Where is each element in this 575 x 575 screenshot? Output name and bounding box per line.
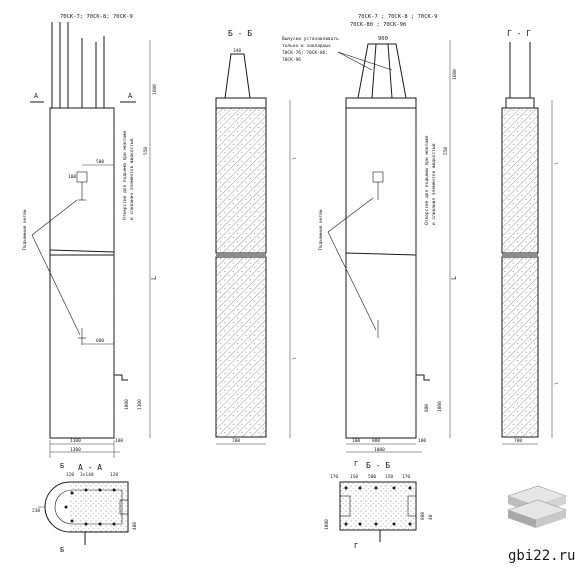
dim-3x140: 3×140 <box>80 472 94 478</box>
dim-700-g: 700 <box>514 438 522 444</box>
section-aa-title: А - А <box>78 463 102 472</box>
dim-120: 120 <box>66 472 74 478</box>
dim-100-bottom: 100 <box>115 438 123 444</box>
dim-600: 600 <box>96 338 104 344</box>
view-section-b: Б - Б 340 l l 700 <box>215 29 298 445</box>
dim-1080: 1080 <box>324 519 330 530</box>
dim-500-bb: 500 <box>368 474 376 480</box>
mark-g-bottom: Г <box>354 542 358 550</box>
dim-170-bb: 170 <box>402 474 410 480</box>
plan-section-aa: А - А Б Б 120 3×140 120 230 400 <box>32 462 138 554</box>
dim-40: 40 <box>428 514 434 520</box>
dim-500: 500 <box>96 159 104 165</box>
dim-550-2: 550 <box>443 147 449 155</box>
dim-100: 100 <box>68 174 76 180</box>
note-branches: Подъемные ветви <box>22 209 28 250</box>
mark-a-right: А <box>128 92 133 100</box>
section-bb-title: Б - Б <box>366 461 390 470</box>
view3-title-a: 70СК-7 ; 70СК-8 ; 70СК-9 <box>358 14 437 20</box>
dim-1600-2: 1600 <box>452 69 458 80</box>
dim-1000: 1000 <box>124 399 130 410</box>
dim-880: 880 <box>424 404 430 412</box>
dim-800: 800 <box>372 438 380 444</box>
note-install-2: только в закладных <box>282 44 331 49</box>
dim-l-small-4: l <box>554 382 560 385</box>
dim-1600: 1600 <box>152 84 158 95</box>
view1-title: 70СК-7; 70СК-8; 70СК-9 <box>60 14 133 20</box>
dim-1100: 1100 <box>137 399 143 410</box>
dim-170: 170 <box>330 474 338 480</box>
note-lift-4: и сливания элементов жидкостью <box>432 143 437 225</box>
dim-1100-bottom: 1100 <box>70 438 81 444</box>
stacked-slabs-logo <box>507 485 567 528</box>
dim-700: 700 <box>232 438 240 444</box>
mark-b-bottom: Б <box>60 546 64 554</box>
section-b-title: Б - Б <box>228 29 252 38</box>
letter-l: L <box>150 276 158 280</box>
dim-880-bb: 880 <box>420 512 426 520</box>
note-branches-2: Подъемные ветви <box>318 209 324 250</box>
view3-title-b: 70СК-8б ; 70СК-9б <box>350 21 406 28</box>
dim-150: 150 <box>350 474 358 480</box>
dim-550: 550 <box>143 147 149 155</box>
view-section-g: Г - Г l l 700 <box>501 29 560 445</box>
dim-100-v3: 100 <box>352 438 360 444</box>
dim-l-small-2: l <box>292 357 298 360</box>
dim-1000-2: 1000 <box>437 401 443 412</box>
dim-1000-v3: 1000 <box>374 447 385 453</box>
dim-900-top: 900 <box>378 36 388 42</box>
dim-340: 340 <box>233 48 241 54</box>
note-install-3: 70СК-7б; 70СК-8б; <box>282 49 328 56</box>
mark-a-left: А <box>34 92 39 100</box>
plan-section-bb: Б - Б Г Г 170 150 500 150 170 1080 880 4… <box>324 460 434 550</box>
dim-230: 230 <box>32 508 40 514</box>
note-lift-1: Отверстие для подъема при монтаже <box>122 130 128 220</box>
dim-100-v3b: 100 <box>418 438 426 444</box>
view-front-elevation: 70СК-7; 70СК-8; 70СК-9 А А 500 100 600 <box>22 14 158 458</box>
dim-l-small-3: l <box>554 162 560 165</box>
note-install-4: 70СК-9б <box>282 56 301 63</box>
mark-b-top: Б <box>60 462 64 470</box>
note-install-1: Выпуски устанавливать <box>282 36 339 42</box>
view-front-variant: 70СК-7 ; 70СК-8 ; 70СК-9 70СК-8б ; 70СК-… <box>282 14 458 453</box>
note-lift-3: Отверстие для подъема при монтаже <box>424 135 430 225</box>
section-g-title: Г - Г <box>507 29 531 38</box>
dim-400: 400 <box>132 522 138 530</box>
note-lift-2: и сливания элементов жидкостью <box>130 138 135 220</box>
site-watermark: gbi22.ru <box>508 548 575 564</box>
dim-150-bb: 150 <box>385 474 393 480</box>
dim-120b: 120 <box>110 472 118 478</box>
mark-g-top: Г <box>354 460 358 468</box>
letter-l-2: L <box>450 276 458 280</box>
dim-1300-bottom: 1300 <box>70 447 81 453</box>
dim-l-small: l <box>292 157 298 160</box>
